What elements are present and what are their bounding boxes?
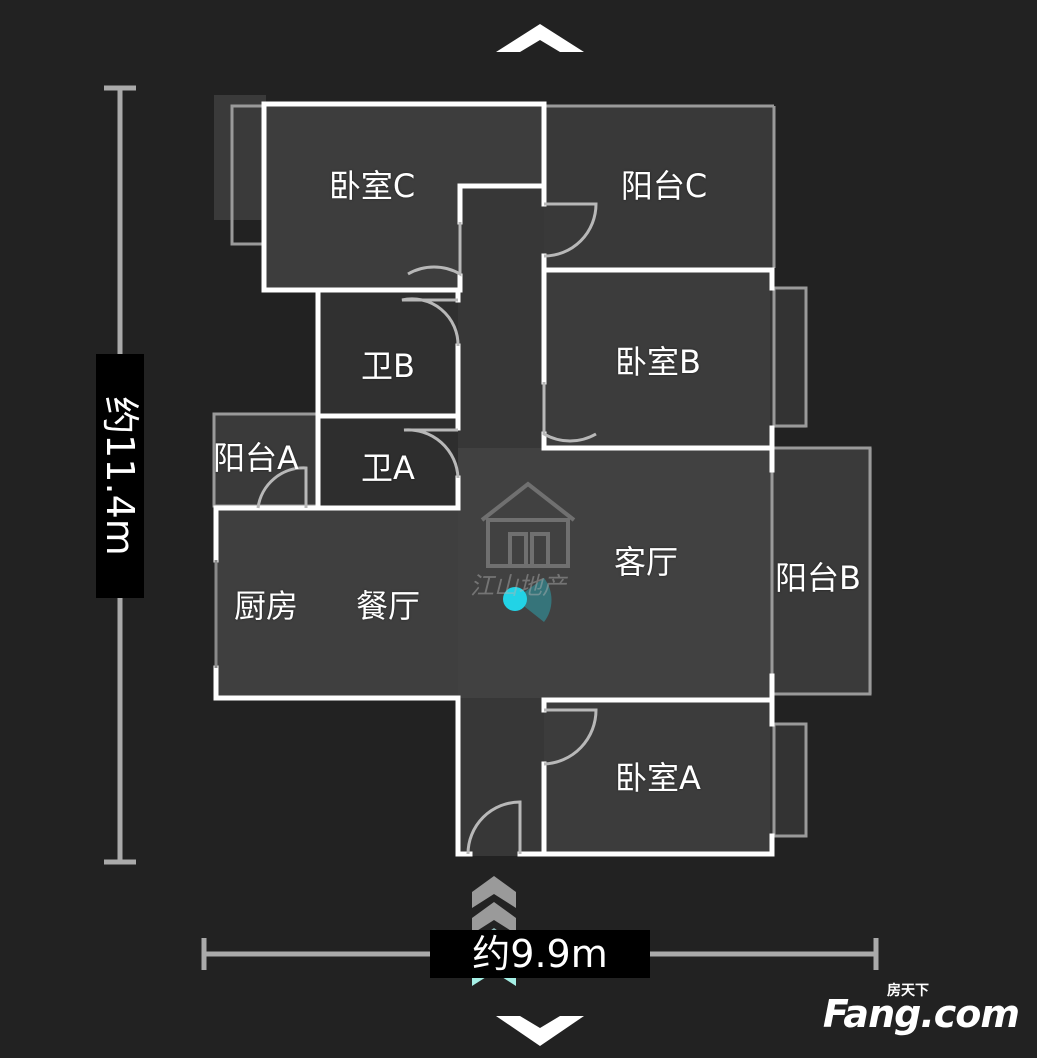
- room-label-bedroom-a[interactable]: 卧室A: [615, 759, 701, 797]
- room-label-living[interactable]: 客厅: [613, 543, 679, 581]
- floor-bedroom-a-window: [770, 724, 806, 836]
- door-entrance: [466, 800, 522, 855]
- floor-bedroom-c-window: [214, 95, 266, 220]
- chevron-up-icon[interactable]: [496, 24, 584, 52]
- brand-small-text: 房天下: [887, 983, 929, 999]
- door-bedroom-a: [543, 708, 598, 766]
- floor-balcony-a[interactable]: [214, 414, 318, 508]
- floor-bathroom-b[interactable]: [318, 292, 458, 416]
- wall-kitchen-bottom: [213, 665, 473, 857]
- height-dimension-label: 约11.4m: [96, 354, 144, 598]
- floor-bathroom-a[interactable]: [318, 418, 458, 508]
- brand-logo: 房天下 Fang.com: [823, 980, 1020, 1040]
- width-dimension-text: 约9.9m: [472, 932, 608, 976]
- height-dimension-text: 约11.4m: [98, 396, 143, 556]
- window-balcony-b: [770, 446, 872, 696]
- floor-bedroom-a[interactable]: [544, 700, 772, 854]
- floor-fills: [214, 95, 872, 856]
- door-bathroom-a: [403, 428, 460, 479]
- room-label-bedroom-c[interactable]: 卧室C: [328, 167, 416, 205]
- wall-bedroom-b-bottom: [541, 431, 775, 451]
- door-balcony-c: [543, 202, 598, 258]
- wall-bedroom-a-bottom: [517, 833, 775, 857]
- room-label-dining[interactable]: 餐厅: [355, 587, 421, 625]
- floor-kitchen-dining[interactable]: [216, 508, 460, 698]
- window-frames: [212, 104, 872, 838]
- floor-balcony-b[interactable]: [772, 448, 872, 694]
- position-marker-icon[interactable]: [503, 578, 552, 622]
- doors: [214, 202, 598, 855]
- door-bedroom-c: [407, 222, 462, 277]
- watermark-text: 江山地产: [470, 572, 566, 600]
- door-bedroom-b: [542, 382, 597, 443]
- chevron-down-icon[interactable]: [496, 1016, 584, 1046]
- watermark-house-logo: [480, 481, 576, 568]
- floor-bedroom-b[interactable]: [544, 270, 772, 450]
- floor-bedroom-b-window: [770, 288, 806, 428]
- room-label-balcony-a[interactable]: 阳台A: [213, 439, 299, 477]
- room-label-bathroom-b[interactable]: 卫B: [361, 347, 415, 385]
- room-label-bedroom-b[interactable]: 卧室B: [615, 343, 701, 381]
- window-bedroom-b: [772, 286, 808, 428]
- brand-main-text: Fang.com: [822, 992, 1020, 1036]
- room-label-balcony-b[interactable]: 阳台B: [775, 559, 861, 597]
- door-balcony-a: [256, 466, 308, 509]
- room-label-balcony-c[interactable]: 阳台C: [620, 167, 708, 205]
- window-bedroom-a: [772, 722, 808, 838]
- door-bathroom-b: [401, 297, 460, 347]
- width-dimension-label: 约9.9m: [430, 930, 650, 978]
- floor-living[interactable]: [458, 448, 772, 698]
- wall-bedroom-c-left-bottom: [261, 101, 461, 293]
- room-label-bathroom-a[interactable]: 卫A: [361, 449, 415, 487]
- walls: [213, 101, 775, 857]
- room-label-kitchen[interactable]: 厨房: [233, 587, 299, 625]
